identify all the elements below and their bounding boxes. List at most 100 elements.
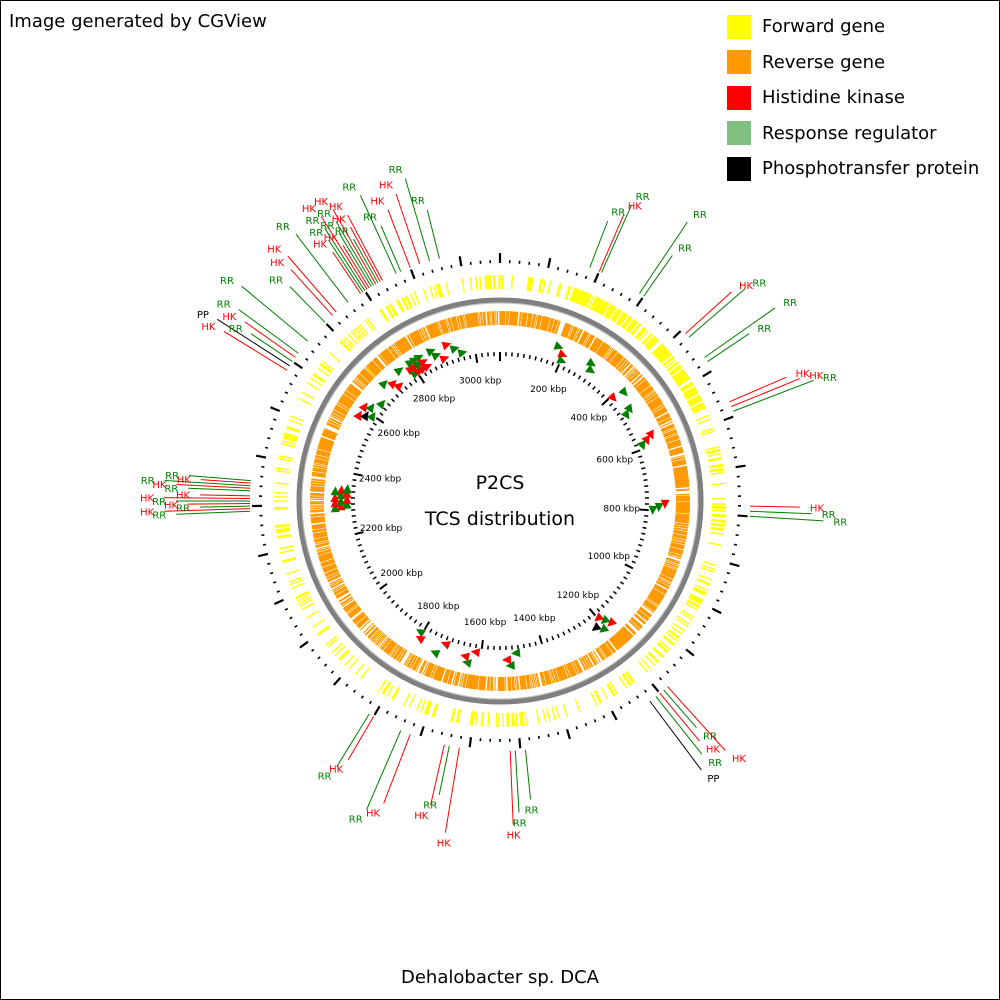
reverse-gene-mark — [656, 415, 670, 423]
reverse-gene-mark — [315, 453, 330, 458]
outer-tick — [269, 406, 281, 413]
reverse-gene-mark — [319, 440, 334, 447]
reverse-gene-mark — [385, 641, 396, 654]
reverse-gene-mark — [649, 400, 662, 409]
reverse-gene-mark — [664, 561, 679, 568]
reverse-gene-mark — [391, 344, 401, 357]
rr-marker — [505, 660, 515, 670]
reverse-gene-mark — [339, 398, 353, 407]
forward-gene-mark — [380, 308, 389, 322]
reverse-gene-mark — [595, 648, 605, 661]
forward-gene-mark — [575, 289, 582, 304]
feature-label: RR — [411, 196, 425, 207]
reverse-gene-mark — [563, 664, 570, 679]
rr-marker — [620, 409, 630, 420]
inner-tick — [626, 571, 631, 575]
inner-tick — [567, 369, 571, 374]
outer-tick — [720, 409, 724, 412]
reverse-gene-mark — [660, 571, 675, 578]
rr-marker — [342, 484, 352, 494]
feature-label: PP — [707, 774, 719, 785]
reverse-gene-mark — [664, 563, 678, 570]
feature-label: RR — [833, 517, 847, 528]
reverse-gene-mark — [342, 394, 355, 404]
outer-tick — [305, 357, 309, 361]
reverse-gene-mark — [330, 415, 344, 423]
reverse-gene-mark — [321, 433, 336, 440]
reverse-gene-mark — [355, 376, 368, 387]
outer-tick — [280, 400, 284, 403]
forward-gene-mark — [386, 684, 395, 697]
reverse-gene-mark — [587, 653, 596, 666]
reverse-gene-mark — [332, 411, 345, 419]
inner-tick — [357, 455, 362, 459]
reverse-gene-mark — [361, 370, 373, 381]
reverse-gene-mark — [326, 572, 340, 580]
reverse-gene-mark — [670, 543, 685, 548]
feature-label: HK — [414, 811, 429, 822]
reverse-gene-mark — [435, 666, 442, 681]
feature-label: RR — [269, 276, 283, 287]
outer-tick — [679, 342, 683, 346]
inner-tick — [390, 398, 395, 403]
feature-label: RR — [229, 324, 243, 335]
forward-gene-mark — [657, 349, 669, 360]
reverse-gene-mark — [674, 480, 689, 483]
inner-tick — [619, 581, 625, 585]
inner-tick — [399, 389, 404, 394]
reverse-gene-mark — [545, 317, 551, 332]
outer-tick — [394, 715, 398, 719]
reverse-gene-mark — [488, 311, 491, 326]
reverse-gene-mark — [674, 473, 689, 477]
reverse-gene-mark — [539, 315, 544, 330]
legend-swatch-forward-gene — [727, 14, 751, 39]
outer-tick — [556, 731, 560, 736]
reverse-gene-mark — [410, 332, 419, 346]
forward-gene-mark — [519, 712, 522, 727]
forward-gene-mark — [334, 645, 346, 657]
forward-gene-mark — [546, 707, 551, 722]
forward-gene-mark — [685, 390, 699, 399]
forward-gene-mark — [282, 437, 297, 443]
reverse-gene-mark — [643, 602, 656, 612]
reverse-gene-mark — [332, 584, 346, 593]
forward-gene-mark — [707, 452, 722, 458]
reverse-gene-mark — [566, 663, 573, 677]
inner-tick — [641, 467, 646, 470]
reverse-gene-mark — [322, 564, 337, 571]
forward-gene-mark — [608, 306, 617, 320]
reverse-gene-mark — [622, 365, 634, 376]
outer-tick — [711, 391, 716, 395]
reverse-gene-mark — [582, 333, 591, 347]
forward-gene-mark — [709, 464, 724, 469]
reverse-gene-mark — [653, 408, 667, 417]
outer-tick — [731, 553, 736, 556]
reverse-gene-mark — [635, 379, 647, 390]
reverse-gene-mark — [667, 444, 682, 450]
rr-marker — [425, 348, 436, 357]
label-leader-line — [347, 716, 374, 761]
forward-gene-mark — [645, 336, 657, 348]
reverse-gene-mark — [407, 654, 416, 668]
forward-gene-mark — [664, 358, 677, 369]
map-title: P2CS — [476, 472, 525, 494]
reverse-gene-mark — [338, 399, 352, 408]
reverse-gene-mark — [482, 676, 485, 691]
reverse-gene-mark — [432, 665, 439, 680]
label-leader-line — [655, 696, 703, 755]
hk-marker — [417, 359, 428, 368]
reverse-gene-mark — [375, 634, 386, 646]
reverse-gene-mark — [613, 634, 624, 647]
reverse-gene-mark — [443, 668, 449, 683]
reverse-gene-mark — [410, 333, 418, 346]
reverse-gene-mark — [675, 489, 690, 492]
reverse-gene-mark — [605, 641, 615, 654]
reverse-gene-mark — [657, 578, 671, 587]
reverse-gene-mark — [400, 338, 409, 352]
reverse-gene-mark — [468, 313, 472, 328]
reverse-gene-mark — [523, 675, 527, 690]
reverse-gene-mark — [478, 675, 481, 690]
label-leader-line — [749, 515, 824, 522]
forward-gene-mark — [423, 700, 430, 715]
reverse-gene-mark — [612, 635, 623, 647]
